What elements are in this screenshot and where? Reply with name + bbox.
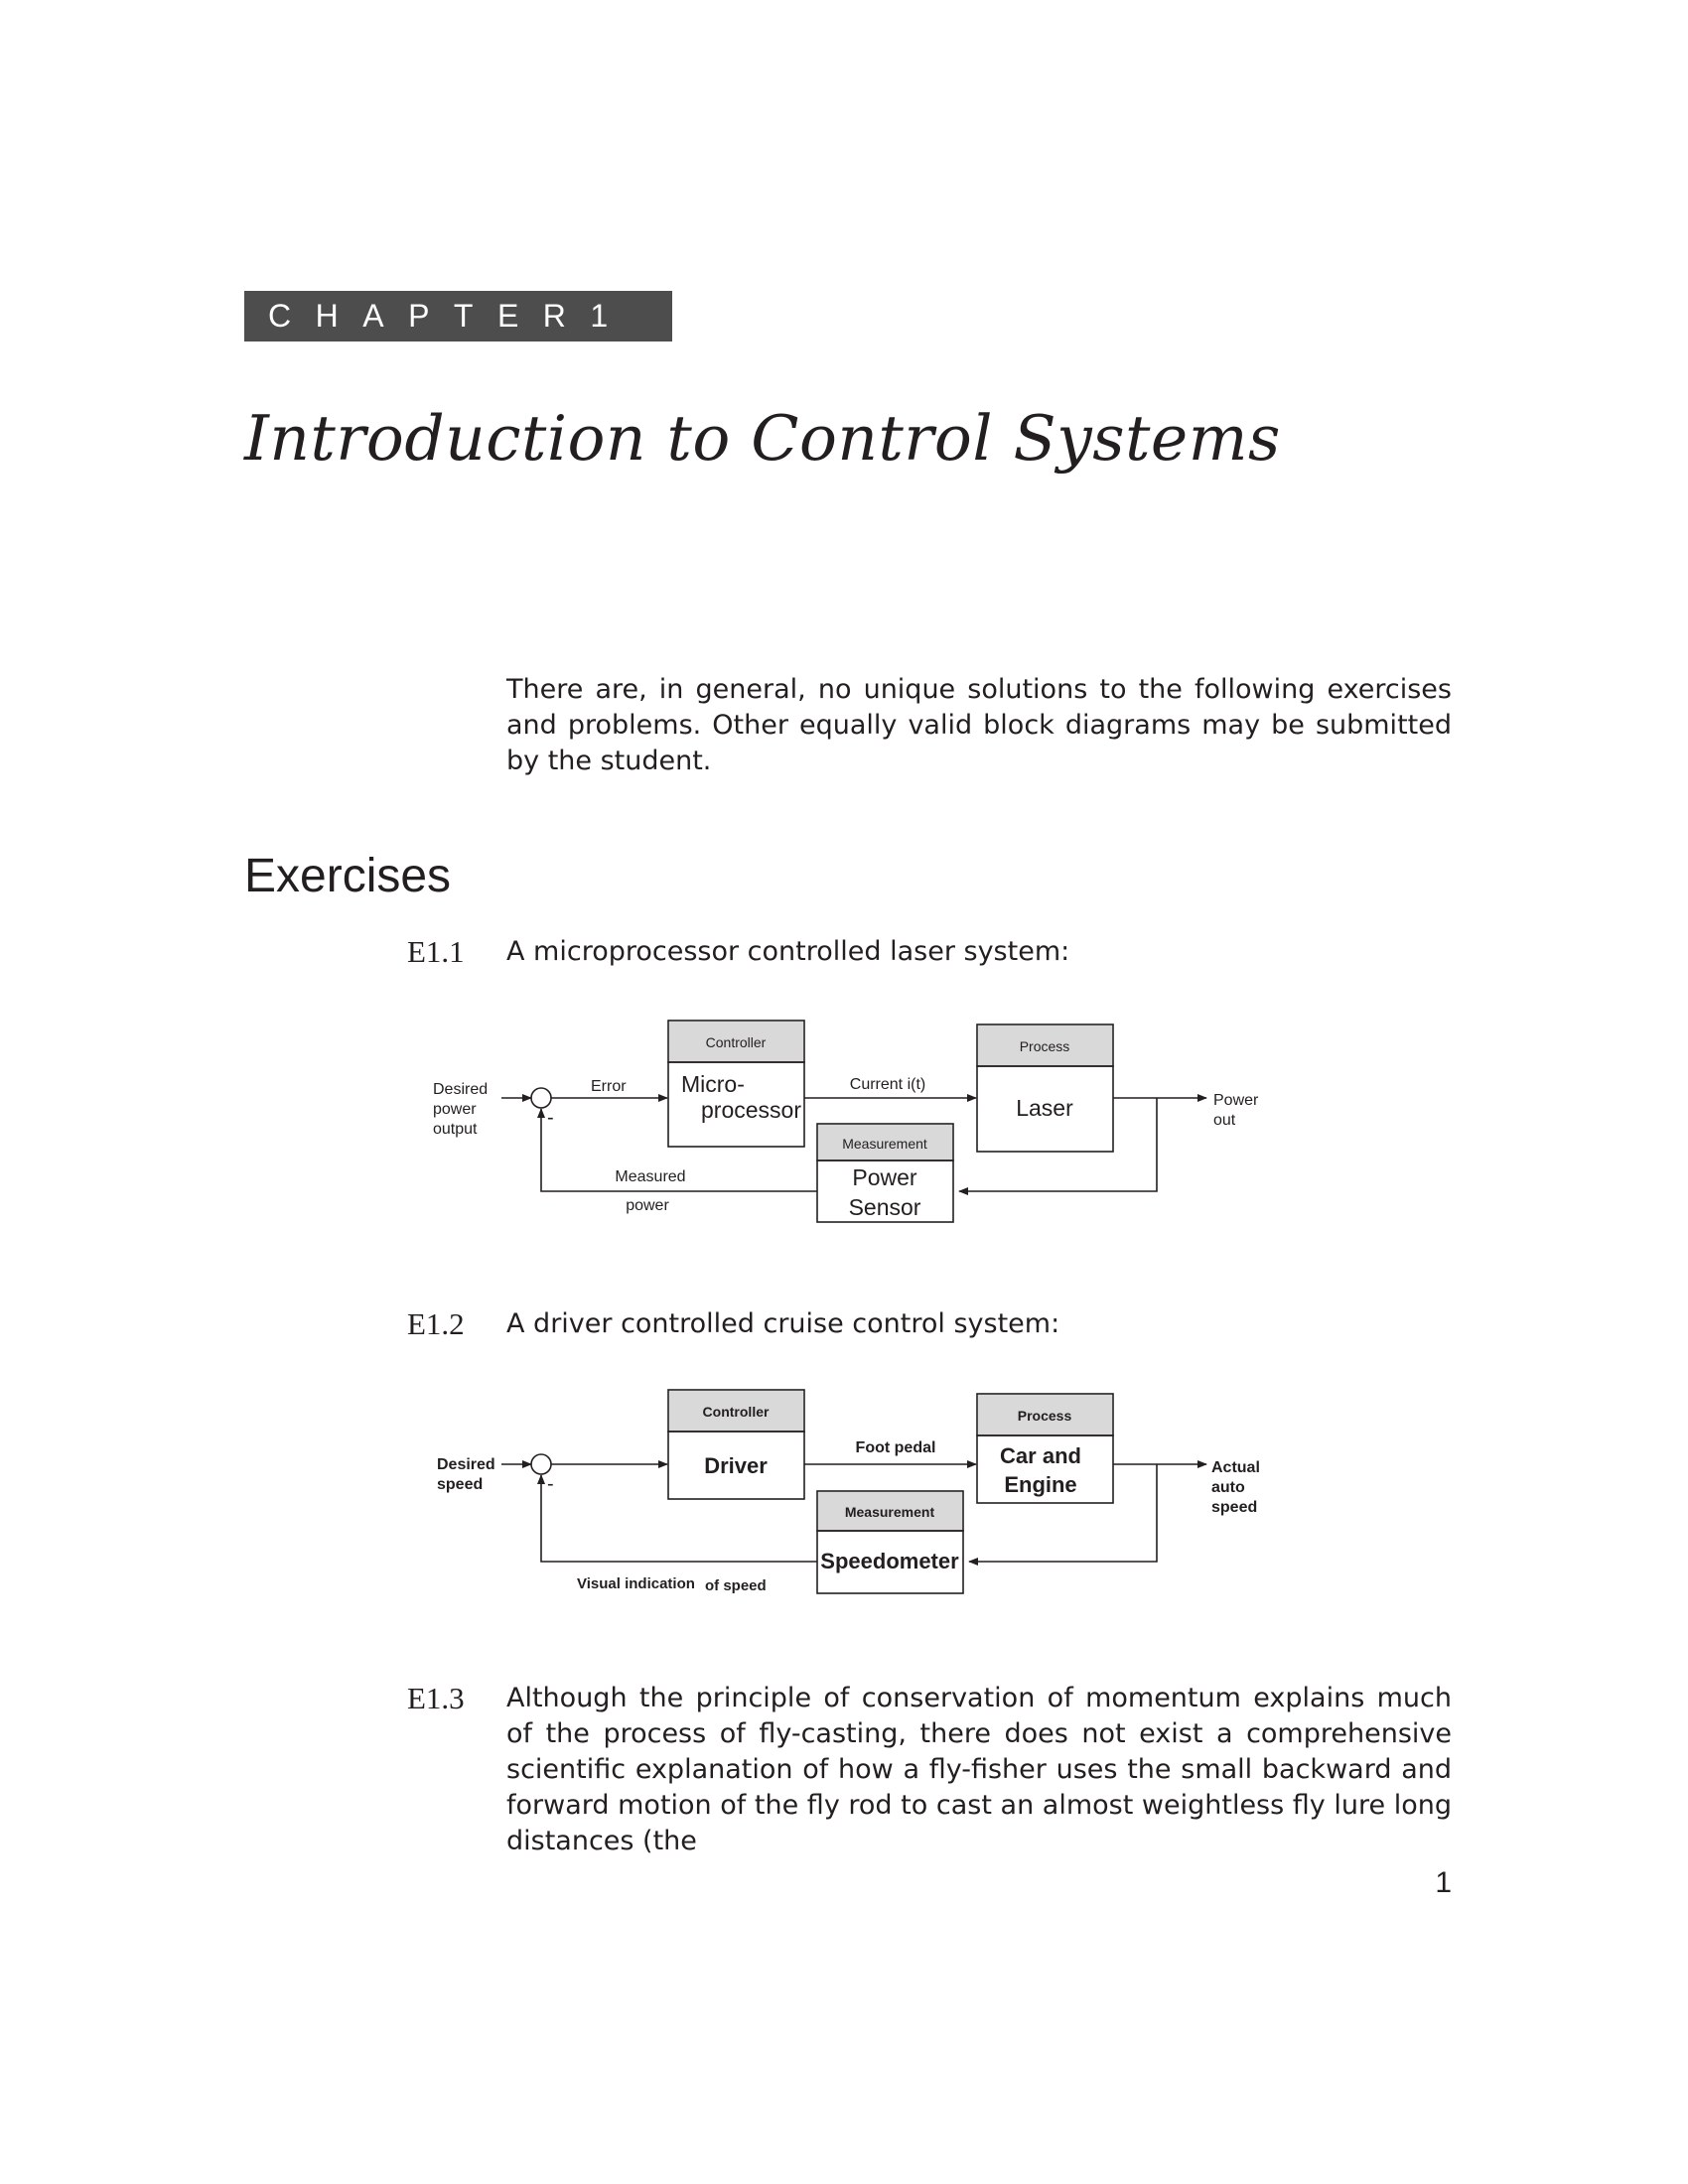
measurement-body: Power (852, 1164, 917, 1190)
feedback-label: Measured (615, 1168, 685, 1185)
measurement-body: Sensor (849, 1194, 921, 1220)
output-label: speed (1211, 1499, 1257, 1516)
process-body: Laser (1016, 1095, 1073, 1121)
controller-body: processor (701, 1097, 801, 1123)
signal-label: Foot pedal (856, 1439, 936, 1456)
summing-junction (530, 1453, 552, 1475)
exercise-number: E1.1 (407, 934, 465, 969)
feedback-arrow-in (958, 1098, 1158, 1195)
process-body: Car and (1000, 1443, 1081, 1468)
process-box (976, 1434, 1114, 1504)
input-label: output (433, 1121, 478, 1138)
input-label: speed (437, 1476, 483, 1493)
exercises-heading: Exercises (244, 850, 452, 902)
feedback-label: of speed (705, 1577, 767, 1594)
feedback-label: Visual indication (577, 1575, 695, 1592)
exercise-text: A driver controlled cruise control syste… (506, 1308, 1060, 1339)
output-label: auto (1211, 1479, 1245, 1496)
output-label: Power (1213, 1092, 1259, 1109)
exercise-number: E1.3 (407, 1681, 465, 1715)
controller-body: Micro- (681, 1071, 745, 1097)
measurement-header: Measurement (842, 1136, 927, 1152)
page-number: 1 (1435, 1866, 1452, 1899)
chapter-word: CHAPTER (268, 298, 591, 334)
intro-paragraph: There are, in general, no unique solutio… (506, 674, 1452, 776)
controller-box (667, 1431, 805, 1500)
chapter-number: 1 (590, 298, 609, 334)
controller-body: Driver (704, 1453, 768, 1478)
feedback-label: power (626, 1197, 669, 1214)
feedback-arrow-out (537, 1108, 817, 1192)
process-header: Process (1020, 1038, 1070, 1054)
signal-label: Current i(t) (850, 1076, 925, 1093)
exercise-text: A microprocessor controlled laser system… (506, 936, 1070, 967)
feedback-arrow-in (968, 1464, 1158, 1566)
exercise-text: Although the principle of conservation o… (506, 1683, 1452, 1856)
input-label: Desired (437, 1456, 495, 1473)
cruise-block-diagram: Desired speed - Controller Driver Foot p… (437, 1389, 1260, 1594)
controller-box (667, 1061, 805, 1148)
error-label: Error (591, 1078, 627, 1095)
measurement-header: Measurement (845, 1504, 935, 1520)
process-box (976, 1065, 1114, 1153)
process-body: Engine (1004, 1472, 1076, 1497)
summing-junction (530, 1087, 552, 1109)
output-label: out (1213, 1112, 1236, 1129)
sum-sign: - (547, 1107, 554, 1129)
chapter-title: Introduction to Control Systems (244, 402, 1281, 475)
sum-sign: - (547, 1473, 554, 1495)
laser-block-diagram: Desired power output - Error Controller … (433, 1020, 1259, 1223)
controller-header: Controller (706, 1034, 767, 1050)
input-label: Desired (433, 1081, 488, 1098)
chapter-label: CHAPTER1 (244, 291, 672, 341)
process-header: Process (1018, 1408, 1072, 1424)
controller-header: Controller (703, 1404, 770, 1420)
exercise-number: E1.2 (407, 1306, 465, 1341)
feedback-arrow-out (537, 1474, 817, 1563)
output-label: Actual (1211, 1459, 1260, 1476)
input-label: power (433, 1101, 477, 1118)
measurement-body: Speedometer (820, 1549, 959, 1573)
